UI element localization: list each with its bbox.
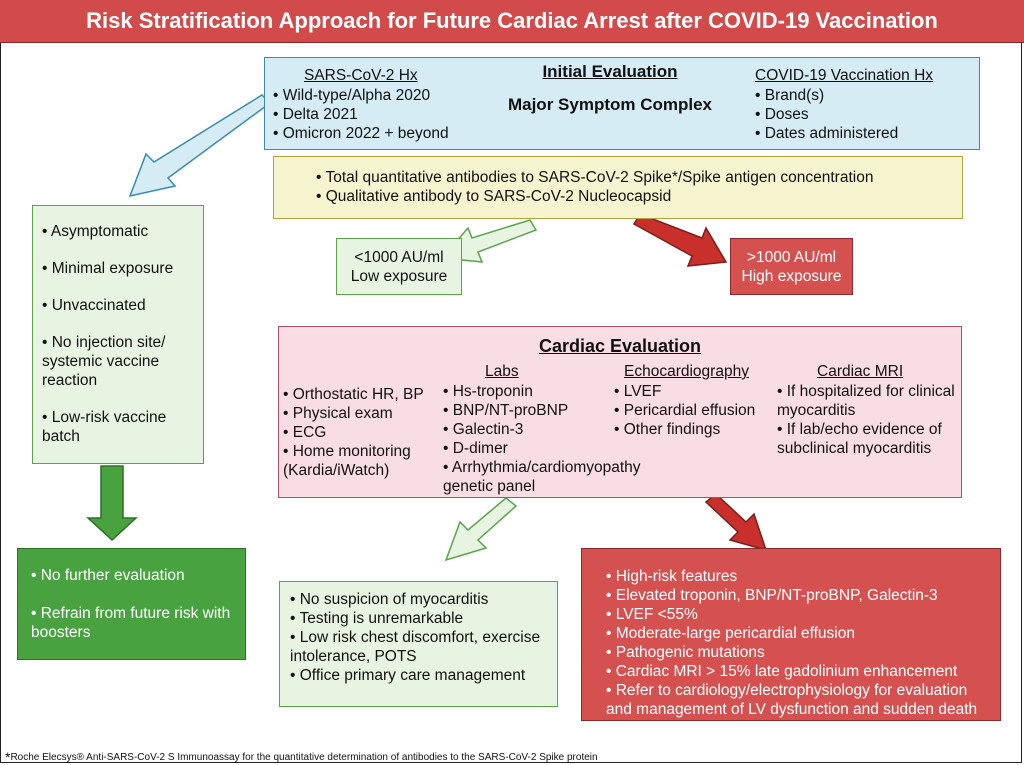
low-risk-item: Testing is unremarkable: [290, 609, 551, 628]
major-symptom-complex: Major Symptom Complex: [507, 95, 713, 114]
echo-item: Other findings: [614, 420, 784, 439]
cardiac-evaluation-box: Cardiac Evaluation Orthostatic HR, BP Ph…: [278, 326, 962, 498]
profile-item: Asymptomatic: [42, 222, 195, 241]
profile-item: No injection site/ systemic vaccine reac…: [42, 333, 195, 390]
antibody-testing-box: Total quantitative antibodies to SARS-Co…: [273, 156, 963, 219]
labs-column: Labs Hs-troponin BNP/NT-proBNP Galectin-…: [443, 362, 693, 496]
lab-item: Hs-troponin: [443, 382, 688, 401]
high-risk-item: High-risk features: [606, 567, 992, 586]
low-risk-item: No suspicion of myocarditis: [290, 590, 551, 609]
footnote-text: Roche Elecsys® Anti-SARS-CoV-2 S Immunoa…: [10, 752, 598, 763]
lab-item: Arrhythmia/cardiomyopathy genetic panel: [443, 458, 688, 496]
basic-item: Orthostatic HR, BP: [283, 385, 433, 404]
sars-heading: SARS-CoV-2 Hx: [303, 67, 418, 84]
low-exposure-label: Low exposure: [350, 268, 448, 285]
sars-history: SARS-CoV-2 Hx Wild-type/Alpha 2020 Delta…: [273, 66, 449, 143]
footnote: *Roche Elecsys® Anti-SARS-CoV-2 S Immuno…: [5, 749, 598, 765]
no-further-evaluation-box: No further evaluation Refrain from futur…: [17, 548, 246, 660]
basic-item: Home monitoring (Kardia/iWatch): [283, 442, 433, 480]
low-exposure-box: <1000 AU/ml Low exposure: [336, 238, 462, 295]
mri-item: If lab/echo evidence of subclinical myoc…: [777, 420, 967, 458]
initial-heading: Initial Evaluation: [542, 62, 678, 81]
profile-item: Low-risk vaccine batch: [42, 408, 195, 446]
high-risk-item: Elevated troponin, BNP/NT-proBNP, Galect…: [606, 586, 992, 605]
echo-heading: Echocardiography: [624, 363, 749, 380]
basic-item: Physical exam: [283, 404, 433, 423]
mri-heading: Cardiac MRI: [817, 363, 904, 380]
echo-item: Pericardial effusion: [614, 401, 784, 420]
sars-item: Delta 2021: [273, 105, 449, 124]
high-exposure-threshold: >1000 AU/ml: [746, 249, 837, 266]
lab-item: D-dimer: [443, 439, 688, 458]
lab-item: BNP/NT-proBNP: [443, 401, 688, 420]
low-risk-profile-box: Asymptomatic Minimal exposure Unvaccinat…: [32, 205, 204, 464]
sars-item: Wild-type/Alpha 2020: [273, 86, 449, 105]
cardiac-title: Cardiac Evaluation: [538, 336, 702, 356]
initial-evaluation-box: SARS-CoV-2 Hx Wild-type/Alpha 2020 Delta…: [264, 57, 980, 150]
high-risk-item: Cardiac MRI > 15% late gadolinium enhanc…: [606, 662, 992, 681]
vaccination-history: COVID-19 Vaccination Hx Brand(s) Doses D…: [755, 66, 933, 143]
vacc-item: Dates administered: [755, 124, 933, 143]
footnote-star: *: [5, 749, 11, 765]
antibody-item: Total quantitative antibodies to SARS-Co…: [316, 168, 962, 187]
title-text: Risk Stratification Approach for Future …: [86, 8, 938, 33]
initial-title: Initial Evaluation Major Symptom Complex: [505, 62, 715, 115]
high-risk-item: Refer to cardiology/electrophysiology fo…: [606, 681, 992, 738]
high-risk-result-box: High-risk features Elevated troponin, BN…: [581, 548, 1001, 737]
high-risk-item: LVEF <55%: [606, 605, 992, 624]
high-risk-item: Moderate-large pericardial effusion: [606, 624, 992, 643]
low-exposure-threshold: <1000 AU/ml: [354, 249, 444, 266]
mri-column: Cardiac MRI If hospitalized for clinical…: [777, 362, 967, 458]
basic-evaluation-column: Orthostatic HR, BP Physical exam ECG Hom…: [283, 385, 433, 480]
no-further-item: No further evaluation: [31, 566, 237, 585]
antibody-item: Qualitative antibody to SARS-CoV-2 Nucle…: [316, 187, 962, 206]
figure-title: Risk Stratification Approach for Future …: [0, 0, 1024, 43]
profile-item: Minimal exposure: [42, 259, 195, 278]
vacc-item: Brand(s): [755, 86, 933, 105]
profile-item: Unvaccinated: [42, 296, 195, 315]
echo-column: Echocardiography LVEF Pericardial effusi…: [614, 362, 784, 439]
sars-item: Omicron 2022 + beyond: [273, 124, 449, 143]
high-exposure-box: >1000 AU/ml High exposure: [730, 238, 853, 295]
low-risk-item: Low risk chest discomfort, exercise into…: [290, 628, 551, 666]
high-risk-item: Pathogenic mutations: [606, 643, 992, 662]
echo-item: LVEF: [614, 382, 784, 401]
low-risk-item: Office primary care management: [290, 666, 551, 685]
labs-heading: Labs: [485, 363, 519, 380]
mri-item: If hospitalized for clinical myocarditis: [777, 382, 967, 420]
vacc-item: Doses: [755, 105, 933, 124]
high-exposure-label: High exposure: [741, 268, 842, 285]
vacc-heading: COVID-19 Vaccination Hx: [755, 67, 934, 84]
lab-item: Galectin-3: [443, 420, 688, 439]
basic-item: ECG: [283, 423, 433, 442]
low-risk-result-box: No suspicion of myocarditis Testing is u…: [279, 581, 558, 707]
no-further-item: Refrain from future risk with boosters: [31, 604, 237, 642]
